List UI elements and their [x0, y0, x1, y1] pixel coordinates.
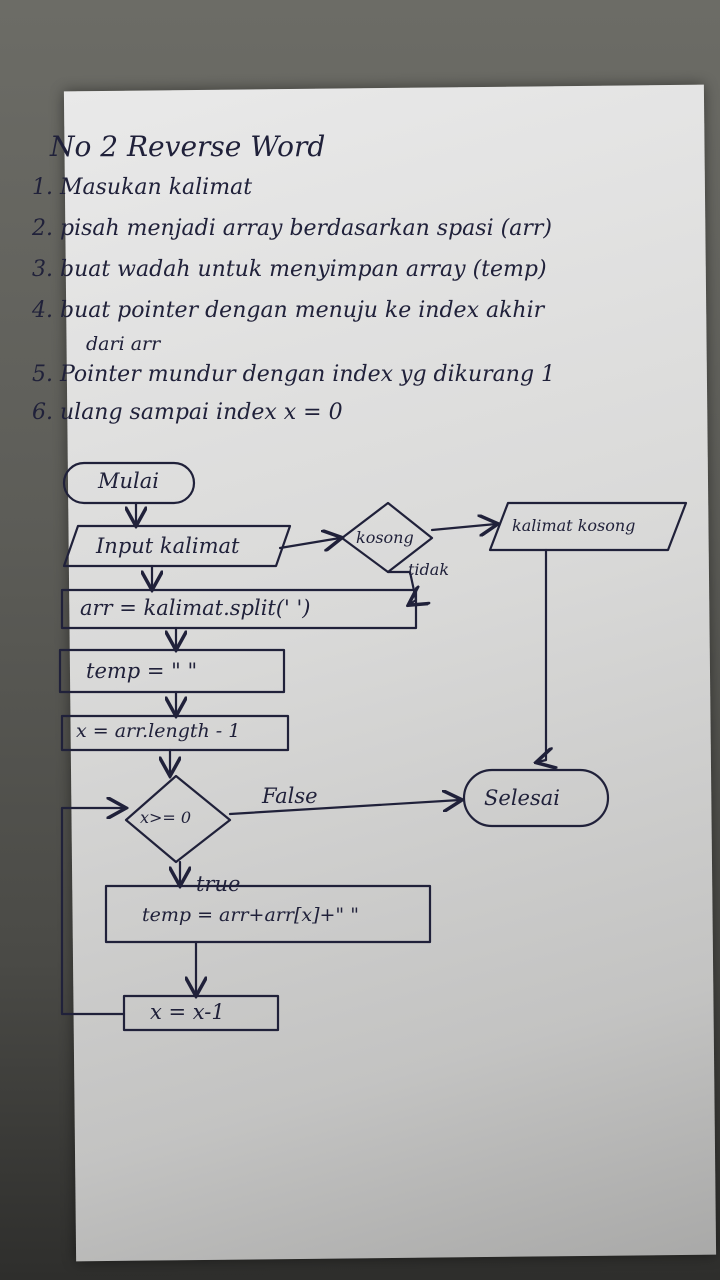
- decrement-label: x = x-1: [150, 1000, 225, 1024]
- input-label: Input kalimat: [96, 534, 240, 558]
- pointer-label: x = arr.length - 1: [76, 720, 241, 742]
- empty-decision: [340, 501, 434, 574]
- loop-condition-label: x>= 0: [140, 808, 192, 827]
- append-box: [104, 884, 432, 944]
- arrow-check-output: [430, 524, 496, 530]
- empty-decision-label: kosong: [356, 528, 414, 547]
- true-label: true: [196, 872, 241, 896]
- arrow-output-end: [538, 548, 546, 762]
- empty-output-label: kalimat kosong: [512, 516, 636, 535]
- start-terminator: [62, 461, 196, 505]
- step-4: 4. buat pointer dengan menuju ke index a…: [32, 298, 545, 323]
- not-empty-label: tidak: [408, 560, 450, 579]
- arrow-input-check: [278, 538, 340, 548]
- temp-init-label: temp = " ": [86, 659, 198, 683]
- step-1: 1. Masukan kalimat: [32, 175, 253, 200]
- step-5: 5. Pointer mundur dengan index yg dikura…: [32, 362, 556, 387]
- step-2: 2. pisah menjadi array berdasarkan spasi…: [32, 216, 552, 241]
- step-4-continuation: dari arr: [86, 333, 161, 355]
- page-title: No 2 Reverse Word: [50, 130, 326, 163]
- false-label: False: [262, 784, 318, 808]
- end-label: Selesai: [484, 786, 560, 810]
- loop-decision: [124, 774, 232, 864]
- step-3: 3. buat wadah untuk menyimpan array (tem…: [32, 257, 547, 282]
- append-label: temp = arr+arr[x]+" ": [142, 904, 359, 926]
- arrow-loop-back: [60, 808, 124, 1016]
- input-parallelogram: [62, 524, 292, 568]
- arrow-check-split: [386, 570, 416, 604]
- arrow-loop-end: [228, 800, 460, 816]
- split-label: arr = kalimat.split(' '): [80, 596, 311, 620]
- start-label: Mulai: [98, 469, 159, 493]
- split-box: [60, 588, 418, 630]
- step-6: 6. ulang sampai index x = 0: [32, 400, 343, 425]
